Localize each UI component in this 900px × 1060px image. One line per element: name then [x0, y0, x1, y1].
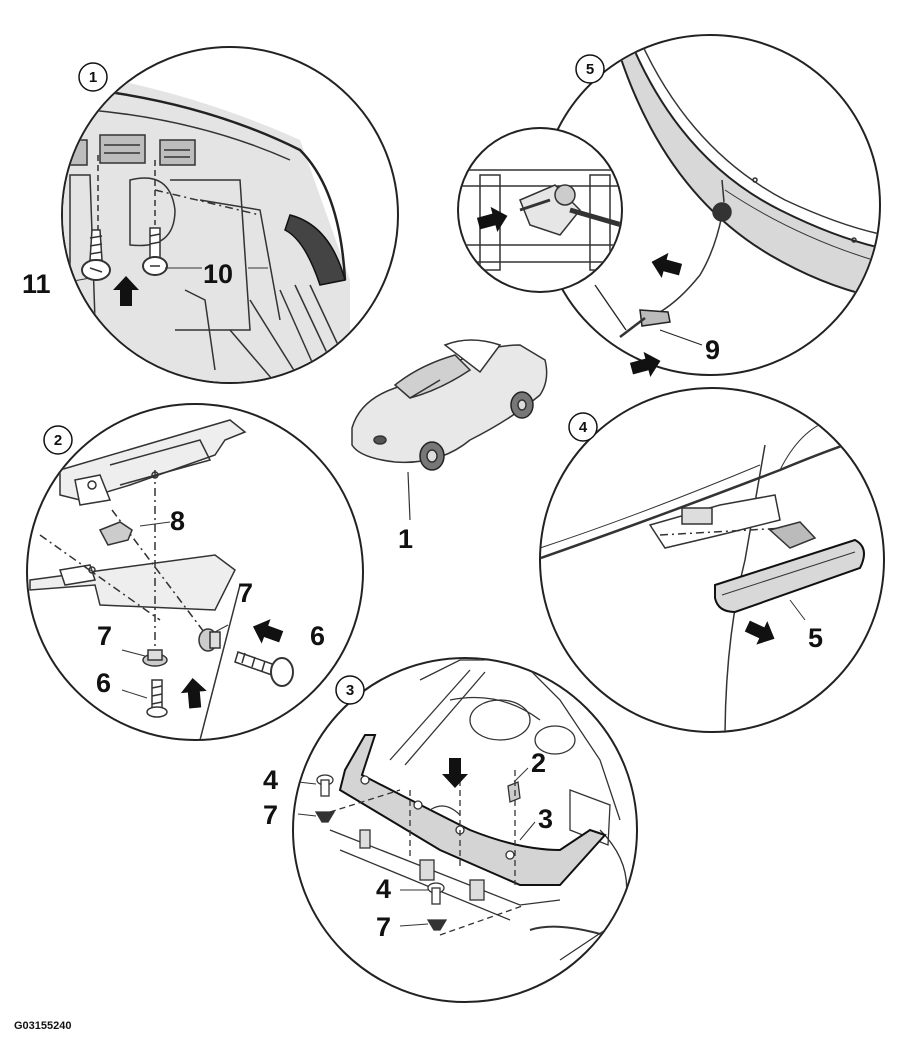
screw-icon: [234, 651, 294, 687]
clip-nut-icon: [98, 521, 133, 546]
detail-badge: 4: [579, 419, 588, 436]
detail-badge: 1: [89, 69, 97, 86]
callout-label: 7: [376, 912, 391, 942]
screw-icon: [142, 227, 168, 276]
callout-label: 8: [170, 506, 185, 536]
callout-label: 7: [263, 800, 278, 830]
detail-4: 4 5: [539, 387, 885, 733]
callout-label: 2: [531, 748, 546, 778]
callout-label: 3: [538, 804, 553, 834]
detail-1: 1 11 10: [22, 46, 399, 384]
callout-label: 5: [808, 623, 823, 653]
detail-5: 5 9: [457, 34, 881, 382]
callout-label: 7: [97, 621, 112, 651]
callout-label: 10: [203, 259, 233, 289]
callout-label: 6: [310, 621, 325, 651]
screw-icon: [81, 229, 111, 281]
detail-badge: 3: [346, 682, 354, 699]
screw-icon: [427, 882, 445, 905]
inset-view: [457, 127, 627, 331]
callout-label: 9: [705, 335, 720, 365]
callout-label: 11: [22, 269, 51, 299]
clip-nut-icon: [142, 649, 168, 667]
figure-code: G03155240: [14, 1020, 72, 1032]
callout-label: 4: [263, 765, 278, 795]
clip-nut-icon: [314, 811, 336, 823]
detail-badge: 2: [54, 432, 62, 449]
detail-badge: 5: [586, 61, 594, 78]
callout-label: 7: [238, 578, 253, 608]
detail-3: 3 4 7 2 3 4 7: [263, 657, 638, 1003]
callout-label: 6: [96, 668, 111, 698]
callout-label: 1: [398, 524, 413, 554]
screw-icon: [316, 774, 334, 797]
clip-nut-icon: [426, 919, 448, 931]
clip-nut-icon: [198, 628, 221, 652]
screw-icon: [146, 679, 168, 718]
car-overview: 1: [351, 339, 548, 554]
callout-label: 4: [376, 874, 391, 904]
detail-2: 2 8 7 7 6 6: [26, 403, 364, 741]
